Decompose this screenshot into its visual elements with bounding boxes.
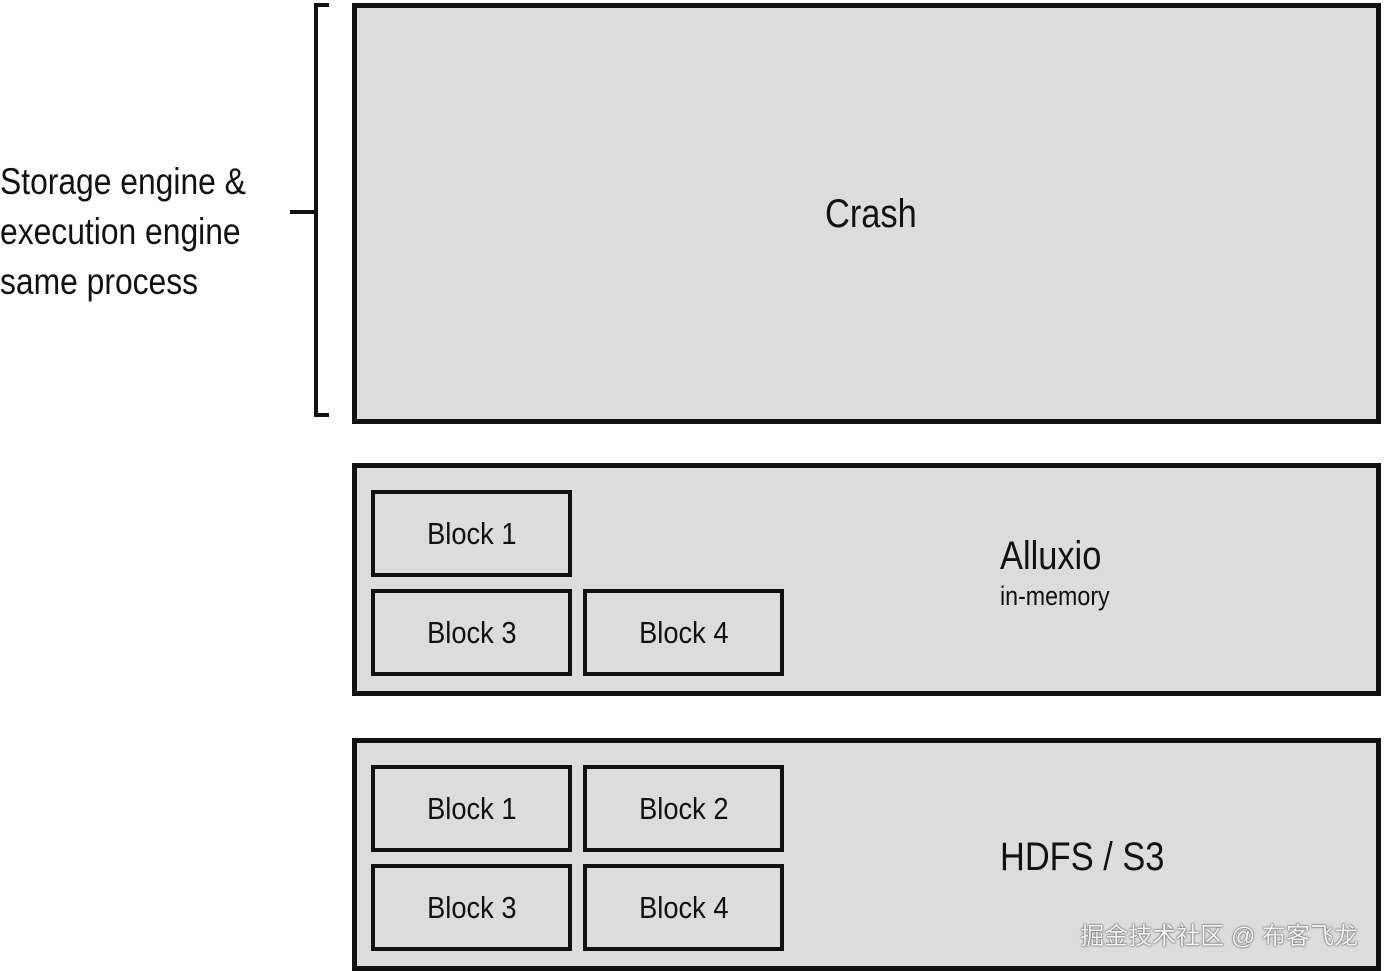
hdfs-block-4-label: Block 4	[638, 889, 729, 925]
alluxio-block-4-label: Block 4	[638, 614, 729, 650]
process-bracket	[314, 3, 329, 417]
hdfs-block-1-label: Block 1	[426, 790, 517, 826]
alluxio-block-4: Block 4	[583, 589, 784, 676]
crash-title: Crash	[825, 192, 917, 236]
alluxio-block-1-label: Block 1	[426, 515, 517, 551]
alluxio-panel: Block 1 Block 3 Block 4 Alluxio in-memor…	[352, 463, 1381, 696]
hdfs-block-4: Block 4	[583, 864, 784, 951]
hdfs-block-3-label: Block 3	[426, 889, 517, 925]
alluxio-title: Alluxio	[1000, 534, 1102, 578]
watermark: 掘金技术社区 @ 布客飞龙	[1080, 923, 1358, 950]
alluxio-block-3: Block 3	[371, 589, 572, 676]
bracket-tick	[290, 210, 316, 214]
hdfs-block-3: Block 3	[371, 864, 572, 951]
hdfs-panel: Block 1 Block 2 Block 3 Block 4 HDFS / S…	[352, 738, 1381, 971]
hdfs-block-1: Block 1	[371, 765, 572, 852]
storage-execution-label: Storage engine & execution engine same p…	[0, 157, 249, 307]
hdfs-title: HDFS / S3	[1000, 835, 1165, 879]
crash-panel: Crash	[352, 3, 1381, 424]
side-label-line-3: same process	[0, 261, 199, 302]
hdfs-block-2-label: Block 2	[638, 790, 729, 826]
alluxio-subtitle: in-memory	[1000, 581, 1110, 611]
side-label-line-1: Storage engine &	[0, 161, 246, 202]
alluxio-block-3-label: Block 3	[426, 614, 517, 650]
alluxio-block-1: Block 1	[371, 490, 572, 577]
side-label-line-2: execution engine	[0, 211, 241, 252]
hdfs-block-2: Block 2	[583, 765, 784, 852]
